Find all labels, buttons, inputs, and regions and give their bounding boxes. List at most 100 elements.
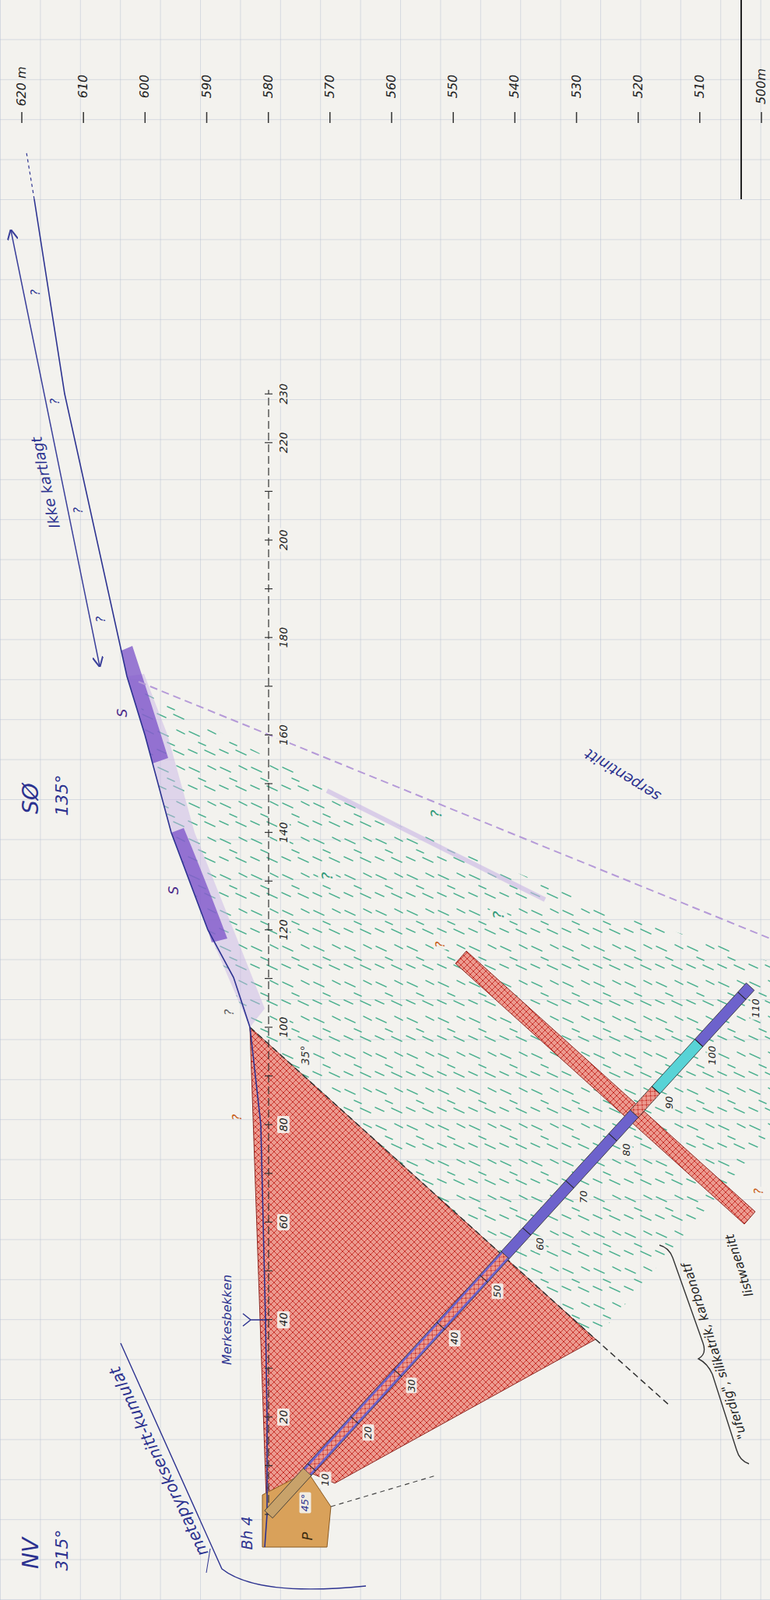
axis-tick bbox=[264, 1075, 273, 1077]
direction-label: SØ bbox=[18, 783, 44, 815]
axis-tick bbox=[264, 442, 273, 444]
rock-unit-label: metapyroksenitt-kumulat bbox=[105, 1364, 213, 1560]
question-mark: ? bbox=[94, 616, 109, 623]
elevation-label: 570 bbox=[323, 74, 338, 99]
depth-label: 50 bbox=[492, 1283, 504, 1301]
axis-tick bbox=[264, 832, 273, 834]
distance-tick-label: 140 bbox=[277, 820, 290, 845]
depth-label: 30 bbox=[405, 1378, 418, 1395]
stream-symbol bbox=[242, 1314, 268, 1327]
direction-label: NV bbox=[18, 1538, 44, 1570]
frame-line bbox=[740, 0, 742, 200]
axis-tick bbox=[264, 1026, 273, 1028]
axis-tick bbox=[264, 588, 273, 590]
axis-tick bbox=[264, 1222, 273, 1224]
distance-tick-label: 200 bbox=[277, 528, 290, 553]
axis-tick bbox=[264, 685, 273, 687]
borehole bbox=[264, 983, 755, 1519]
axis-tick bbox=[264, 393, 273, 395]
depth-label: 80 bbox=[620, 1142, 633, 1159]
axis-tick bbox=[264, 1270, 273, 1272]
axis-tick bbox=[264, 1173, 273, 1175]
axis-tick bbox=[264, 637, 273, 639]
elevation-label: 540 bbox=[507, 74, 522, 99]
extent-arrow bbox=[10, 230, 100, 667]
question-mark: ? bbox=[230, 1114, 245, 1122]
axis-tick bbox=[264, 734, 273, 736]
elevation-label: 610 bbox=[76, 74, 91, 99]
axis-ticks bbox=[264, 393, 273, 1516]
elevation-label: 620 m bbox=[14, 66, 29, 106]
depth-label: 10 bbox=[319, 1472, 332, 1489]
unit-letter: S bbox=[166, 886, 183, 896]
depth-label: 70 bbox=[577, 1189, 590, 1206]
elevation-label: 530 bbox=[569, 74, 584, 99]
elevation-ticks bbox=[21, 112, 762, 124]
distance-tick-label: 230 bbox=[277, 382, 290, 407]
depth-label: 20 bbox=[362, 1425, 375, 1442]
distance-tick-label: 160 bbox=[277, 723, 290, 748]
purple-lens bbox=[171, 828, 228, 943]
elevation-label: 580 bbox=[260, 74, 275, 99]
axis-tick bbox=[264, 1466, 273, 1467]
contact-line bbox=[138, 682, 770, 939]
question-mark: ? bbox=[433, 940, 448, 951]
axis-tick bbox=[264, 1416, 273, 1418]
stream-label: Merkesbekken bbox=[220, 1275, 235, 1366]
listwaenite-body bbox=[249, 1027, 596, 1500]
question-mark: ? bbox=[29, 289, 43, 296]
question-mark: ? bbox=[222, 1009, 237, 1017]
axis-tick bbox=[264, 1125, 273, 1126]
distance-tick-label: 120 bbox=[277, 917, 290, 943]
axis-tick bbox=[264, 1368, 273, 1370]
distance-axis bbox=[267, 390, 269, 1516]
depth-label: 60 bbox=[534, 1236, 547, 1253]
elevation-label: 510 bbox=[692, 74, 707, 99]
axis-tick bbox=[264, 491, 273, 493]
axis-tick bbox=[264, 539, 273, 541]
question-mark: ? bbox=[318, 871, 337, 883]
distance-tick-label: 20 bbox=[277, 1409, 290, 1427]
elevation-label: 600 bbox=[137, 74, 152, 99]
question-mark: ? bbox=[427, 810, 446, 820]
ground-surface bbox=[26, 152, 35, 200]
angle-label: 45° bbox=[299, 1492, 312, 1514]
distance-tick-label: 180 bbox=[277, 625, 290, 651]
note-label: Ikke kartlagt bbox=[28, 435, 64, 531]
distance-tick-label: 40 bbox=[277, 1311, 290, 1330]
elevation-label: 550 bbox=[446, 74, 461, 99]
depth-label: 90 bbox=[664, 1095, 676, 1112]
distance-tick-label: 220 bbox=[277, 430, 290, 455]
distance-tick-label: 80 bbox=[277, 1116, 290, 1134]
elevation-label: 590 bbox=[199, 74, 214, 99]
depth-label: 100 bbox=[706, 1044, 719, 1068]
purple-lens bbox=[121, 646, 169, 764]
depth-label: 110 bbox=[749, 997, 762, 1020]
azimuth-label: 315° bbox=[52, 1530, 72, 1572]
axis-tick bbox=[264, 783, 273, 785]
question-mark: ? bbox=[752, 1187, 767, 1197]
contact-line bbox=[330, 1476, 436, 1508]
question-mark: ? bbox=[72, 507, 86, 514]
red-band bbox=[455, 951, 756, 1225]
elevation-label: 520 bbox=[630, 74, 645, 99]
axis-tick bbox=[264, 929, 273, 931]
depth-label: 40 bbox=[448, 1331, 461, 1348]
question-mark: ? bbox=[49, 398, 63, 405]
axis-tick bbox=[264, 978, 273, 980]
axis-tick bbox=[264, 881, 273, 883]
contact-line bbox=[326, 791, 545, 901]
unit-letter: S bbox=[115, 709, 131, 718]
elevation-label: 500m bbox=[754, 68, 769, 105]
dip-label: 35° bbox=[298, 1044, 312, 1068]
borehole-label: Bh 4 bbox=[239, 1516, 257, 1551]
distance-tick-label: 100 bbox=[277, 1016, 290, 1041]
distance-tick-label: 60 bbox=[277, 1213, 290, 1231]
question-mark: ? bbox=[489, 910, 508, 922]
rock-unit-label: serpentinitt bbox=[582, 745, 665, 806]
rock-unit-label: listwaenitt bbox=[722, 1233, 756, 1300]
